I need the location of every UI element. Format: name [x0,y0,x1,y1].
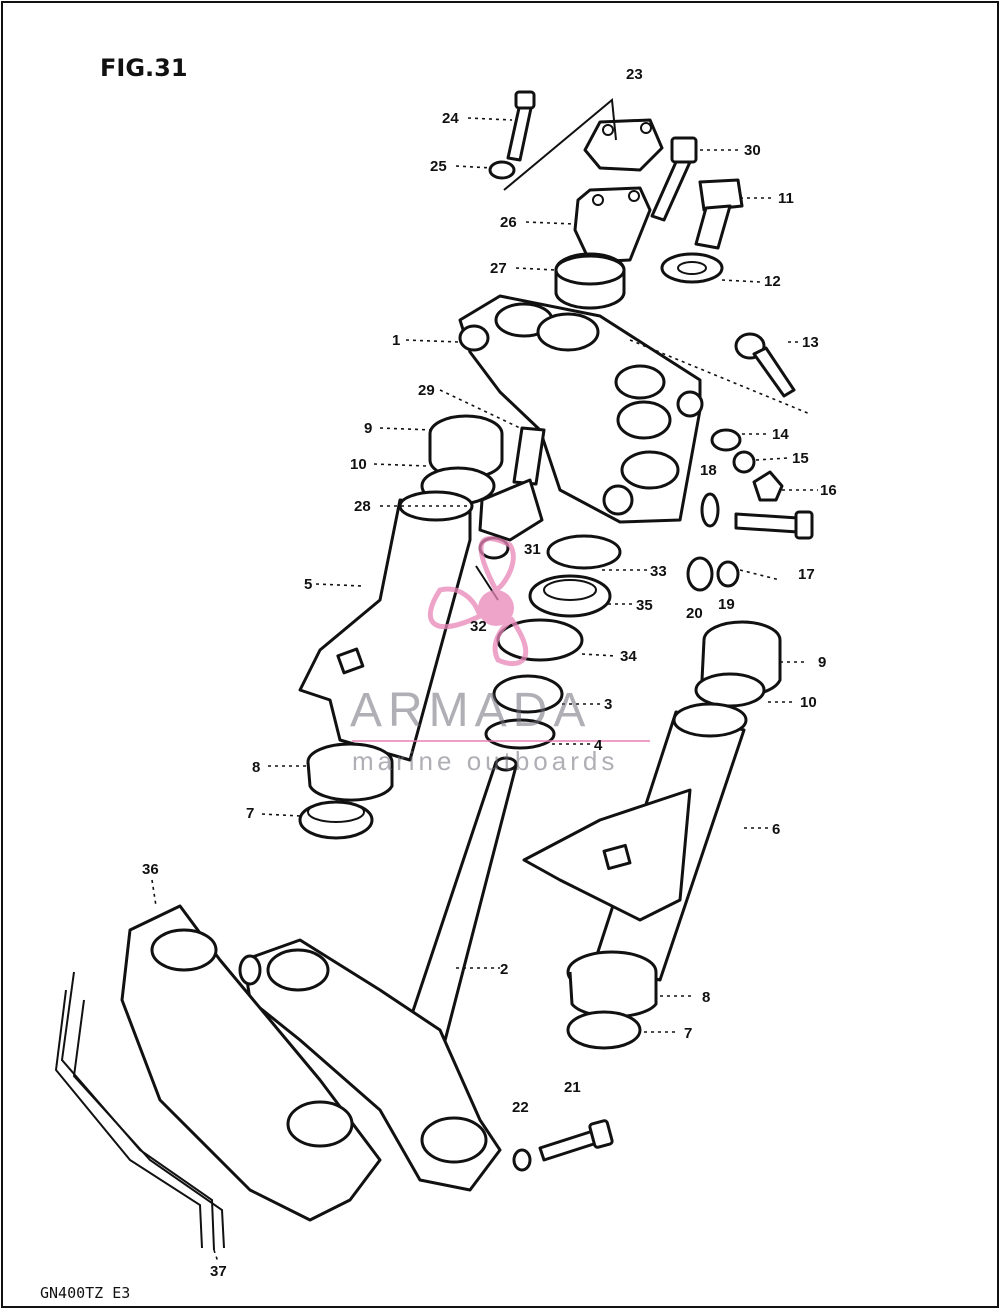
washer-12 [660,252,724,284]
callout-30: 30 [744,142,761,159]
watermark-tagline: marine outboards [352,746,619,776]
callout-25: 25 [430,158,447,175]
callout-8-left: 8 [252,759,261,776]
callout-3: 3 [604,696,613,713]
bolt-17 [734,510,814,540]
callout-10-right: 10 [800,694,817,711]
fork-cover [120,904,382,1222]
dash-line-13 [629,339,811,415]
callout-10-left: 10 [350,456,367,473]
nut-22 [512,1148,532,1172]
steering-stem-top [478,426,546,542]
callout-34: 34 [620,648,637,665]
watermark-rule [352,740,650,742]
callout-24: 24 [442,110,459,127]
cap-nut-16 [752,470,784,502]
callout-19: 19 [718,596,735,613]
callout-33: 33 [650,563,667,580]
callout-16: 16 [820,482,837,499]
callout-1: 1 [392,332,401,349]
callout-12: 12 [764,273,781,290]
model-code: GN400TZ E3 [40,1284,131,1302]
bearing-left-upper [420,414,504,506]
callout-14: 14 [772,426,789,443]
callout-9-right: 9 [818,654,827,671]
holder-cushion [554,252,626,310]
nut-33 [546,534,622,570]
nut-20 [686,556,714,592]
callout-13: 13 [802,334,819,351]
emblem-strips [54,971,225,1251]
callout-27: 27 [490,260,507,277]
callout-22: 22 [512,1099,529,1116]
bolt-11 [694,178,744,250]
lower-bracket-stem [238,756,518,1192]
washer-15 [732,450,756,474]
callout-6: 6 [772,821,781,838]
propeller-logo-icon [428,536,529,667]
bearing-right-lower [566,950,658,1050]
callout-18: 18 [700,462,717,479]
bolt-30 [650,136,698,222]
callout-8-right: 8 [702,989,711,1006]
callout-35: 35 [636,597,653,614]
watermark-brand: ARMADA [350,684,592,737]
callout-5: 5 [304,576,313,593]
callout-7-left: 7 [246,805,255,822]
callout-17: 17 [798,566,815,583]
callout-20: 20 [686,605,703,622]
bearing-left-lower [298,742,394,840]
fork-holder-right [522,702,748,982]
bolt-24 [506,90,536,162]
spacer-18 [700,492,720,528]
washer-19 [716,560,740,588]
callout-9-left: 9 [364,420,373,437]
figure-title: FIG.31 [100,54,188,82]
callout-32: 32 [470,618,487,635]
callout-28: 28 [354,498,371,515]
washer-25 [488,160,516,180]
seal-35 [528,574,612,618]
callout-23: 23 [626,66,643,83]
callout-31: 31 [524,541,541,558]
upper-bracket [458,294,704,524]
callout-11: 11 [778,190,794,207]
callout-2: 2 [500,961,509,978]
washer-14 [710,428,742,452]
callout-26: 26 [500,214,517,231]
callout-29: 29 [418,382,435,399]
callout-15: 15 [792,450,809,467]
bolt-13 [734,332,796,398]
group-bracket-line [503,98,617,191]
bearing-right-upper [694,620,782,708]
callout-36: 36 [142,861,159,878]
callout-4: 4 [594,737,603,754]
bearing-race-3 [492,674,564,714]
callout-37: 37 [210,1263,227,1280]
callout-21: 21 [564,1079,581,1096]
handlebar-holder-upper [583,118,664,172]
fork-holder-left [298,490,474,762]
callout-7-right: 7 [684,1025,693,1042]
bolt-21 [538,1119,614,1162]
handlebar-holder-lower [573,186,652,264]
